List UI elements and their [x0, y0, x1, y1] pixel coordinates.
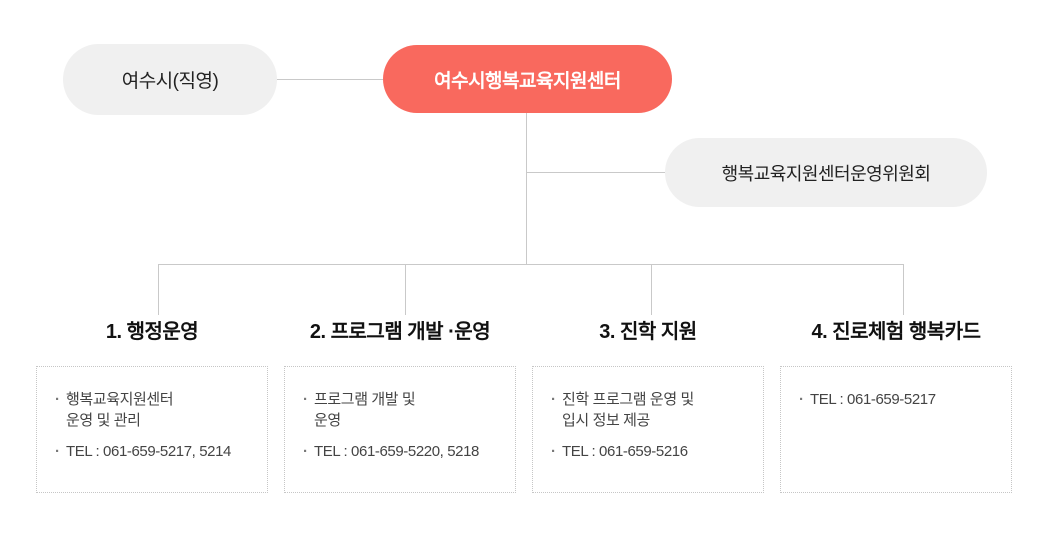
list-item-text: 행복교육지원센터 운영 및 관리	[66, 391, 174, 429]
list-item-text: TEL : 061-659-5220, 5218	[314, 443, 479, 460]
node-operating-committee: 행복교육지원센터운영위원회	[665, 138, 987, 207]
department-career-card: 4. 진로체험 행복카드 · TEL : 061-659-5217	[780, 318, 1012, 493]
department-admission: 3. 진학 지원 · 진학 프로그램 운영 및 입시 정보 제공 · TEL :…	[532, 318, 764, 493]
department-box: · 프로그램 개발 및 운영 · TEL : 061-659-5220, 521…	[284, 366, 516, 493]
department-title: 3. 진학 지원	[599, 321, 697, 343]
list-item: · 행복교육지원센터 운영 및 관리	[55, 389, 251, 431]
connector-drop-3	[651, 264, 652, 315]
bullet-icon: ·	[799, 391, 804, 408]
list-item-text: TEL : 061-659-5216	[562, 443, 688, 460]
connector-parent-to-center	[277, 79, 383, 80]
connector-drop-1	[158, 264, 159, 315]
list-item: · TEL : 061-659-5217, 5214	[55, 441, 251, 462]
bullet-icon: ·	[303, 391, 308, 408]
list-item: · 프로그램 개발 및 운영	[303, 389, 499, 431]
node-yeosu-city-label: 여수시(직영)	[121, 71, 219, 92]
connector-center-vertical	[526, 113, 527, 265]
department-admin: 1. 행정운영 · 행복교육지원센터 운영 및 관리 · TEL : 061-6…	[36, 318, 268, 493]
department-title: 2. 프로그램 개발 ·운영	[309, 321, 491, 343]
list-item-text: 프로그램 개발 및 운영	[314, 391, 416, 429]
department-program: 2. 프로그램 개발 ·운영 · 프로그램 개발 및 운영 · TEL : 06…	[284, 318, 516, 493]
bullet-icon: ·	[551, 391, 556, 408]
bullet-icon: ·	[303, 443, 308, 460]
bullet-icon: ·	[55, 443, 60, 460]
node-operating-committee-label: 행복교육지원센터운영위원회	[721, 163, 931, 184]
connector-drop-2	[405, 264, 406, 315]
node-happy-education-center: 여수시행복교육지원센터	[383, 45, 672, 113]
department-title: 1. 행정운영	[105, 321, 199, 343]
list-item-text: TEL : 061-659-5217, 5214	[66, 443, 231, 460]
list-item-text: TEL : 061-659-5217	[810, 391, 936, 408]
node-happy-education-center-label: 여수시행복교육지원센터	[434, 70, 621, 92]
list-item: · TEL : 061-659-5216	[551, 441, 747, 462]
connector-to-committee	[526, 172, 665, 173]
connector-main-horizontal	[158, 264, 904, 265]
list-item: · TEL : 061-659-5220, 5218	[303, 441, 499, 462]
list-item-text: 진학 프로그램 운영 및 입시 정보 제공	[562, 391, 694, 429]
node-yeosu-city: 여수시(직영)	[63, 44, 277, 115]
list-item: · 진학 프로그램 운영 및 입시 정보 제공	[551, 389, 747, 431]
connector-drop-4	[903, 264, 904, 315]
department-box: · 진학 프로그램 운영 및 입시 정보 제공 · TEL : 061-659-…	[532, 366, 764, 493]
department-box: · TEL : 061-659-5217	[780, 366, 1012, 493]
bullet-icon: ·	[55, 391, 60, 408]
department-title: 4. 진로체험 행복카드	[811, 321, 982, 343]
bullet-icon: ·	[551, 443, 556, 460]
list-item: · TEL : 061-659-5217	[799, 389, 995, 410]
department-box: · 행복교육지원센터 운영 및 관리 · TEL : 061-659-5217,…	[36, 366, 268, 493]
